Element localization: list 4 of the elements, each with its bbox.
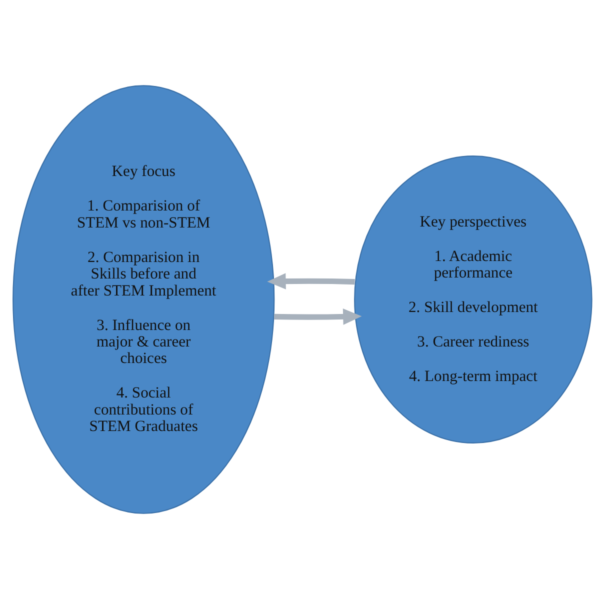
arrow <box>267 272 355 289</box>
arrow <box>274 308 362 324</box>
node-ellipse: Key perspectives 1. Academic performance 2. Skill development 3. Career rediness 4. Long-term impact <box>354 155 592 443</box>
node-ellipse: Key focus 1. Comparision of STEM vs non-STEM 2. Comparision in Skills before and after STEM Implement 3. Influence on major & career choices 4. Social contributions of STEM Graduates <box>12 84 275 514</box>
